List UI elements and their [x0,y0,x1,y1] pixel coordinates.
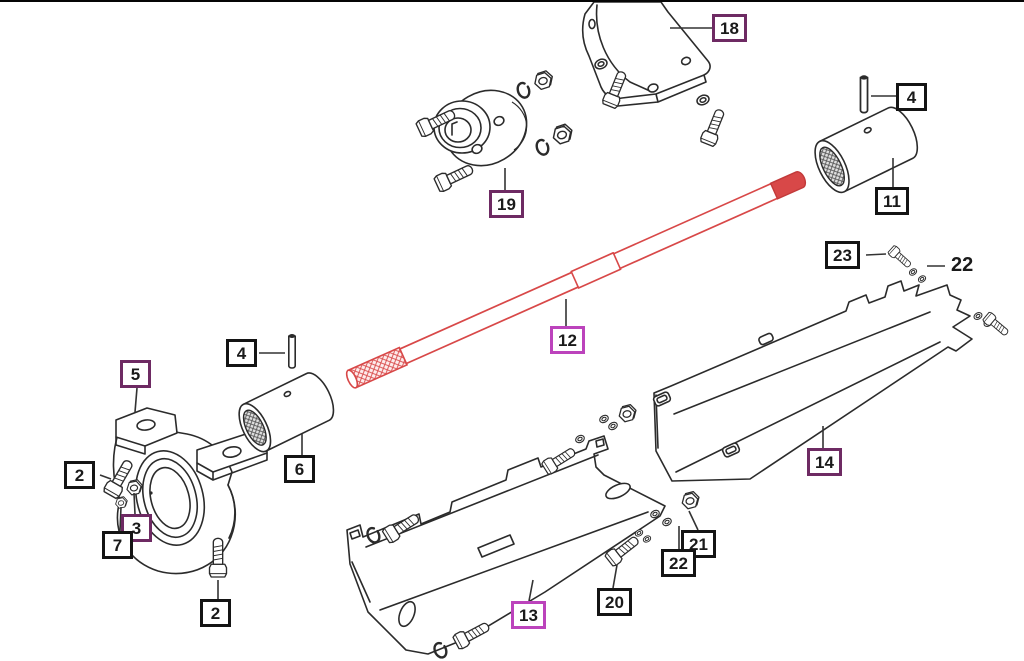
callout-19[interactable]: 19 [489,190,524,218]
flange-bearing-19 [433,89,528,167]
callout-5[interactable]: 5 [120,360,151,388]
flat-washer [573,433,587,445]
hex-nut [549,122,576,146]
support-bracket-18 [581,2,711,107]
callout-6[interactable]: 6 [284,455,315,483]
leader-lines [99,27,945,602]
hex-bolt [698,106,729,148]
drive-shaft-12 [345,170,807,389]
hex-bolt [432,160,477,194]
coupler-sleeve-11 [814,106,919,194]
roll-pin-4 [287,333,297,369]
callout-2[interactable]: 2 [64,461,95,489]
flat-washer-22 [660,516,674,528]
snap-ring [514,80,533,101]
callout-4[interactable]: 4 [896,83,927,111]
hex-bolt [981,310,1012,339]
flat-washer [641,534,653,544]
flat-washer [694,92,712,108]
flat-washer-22 [916,273,928,285]
roll-pin-4 [859,74,869,114]
bushing-6 [238,372,335,453]
callout-2b[interactable]: 2 [200,599,231,627]
shield-channel-13 [346,435,666,655]
flat-washer [606,420,620,432]
callout-22[interactable]: 22 [951,254,974,276]
shield-channel-14 [652,280,973,482]
flat-washer-22 [907,266,919,278]
callout-14[interactable]: 14 [807,448,842,476]
hex-nut [531,68,556,92]
flat-washer [597,413,611,425]
callout-18[interactable]: 18 [712,14,747,42]
callout-13[interactable]: 13 [511,601,546,629]
callout-20[interactable]: 20 [597,588,632,616]
snap-ring [533,137,552,158]
hex-bolt-23 [886,244,914,271]
callout-22b[interactable]: 22 [661,549,696,577]
callout-12[interactable]: 12 [550,326,585,354]
flat-washer [972,310,984,322]
callout-3[interactable]: 3 [121,514,152,542]
callout-11[interactable]: 11 [875,187,909,215]
hex-nut-21 [679,489,702,511]
hex-nut [616,402,639,424]
callout-7[interactable]: 7 [102,531,133,559]
callout-4b[interactable]: 4 [226,339,257,367]
callout-23[interactable]: 23 [825,241,860,269]
